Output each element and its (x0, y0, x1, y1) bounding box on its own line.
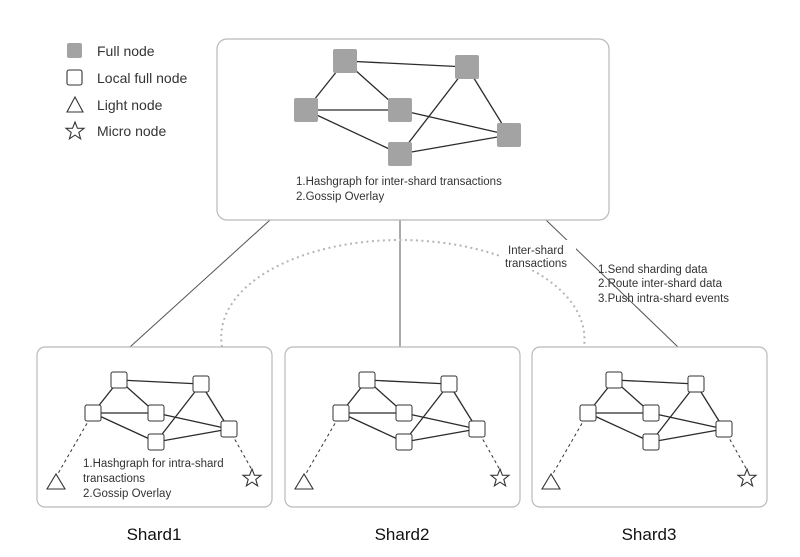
edge (403, 412, 478, 430)
connector-note-line3: 3.Push intra-shard events (598, 293, 729, 305)
local-full-node (579, 404, 597, 422)
full-node (294, 98, 318, 122)
local-full-node (332, 404, 350, 422)
full-node (388, 142, 412, 166)
legend-light-node-label: Light node (97, 97, 163, 113)
local-full-node (395, 404, 413, 422)
edge (399, 134, 510, 155)
light-node-link (550, 412, 589, 478)
inter-shard-label-bg (500, 240, 576, 270)
connector-note-line1: 1.Send sharding data (598, 264, 708, 276)
shard1-title: Shard1 (127, 525, 182, 544)
shard3-title: Shard3 (622, 525, 677, 544)
local-full-node (715, 420, 733, 438)
micro-node-icon (736, 467, 758, 488)
light-node-icon (541, 472, 561, 490)
legend-local-full-node-label: Local full node (97, 70, 188, 86)
local-full-node (468, 420, 486, 438)
connector-shard1 (129, 219, 271, 348)
micro-node-icon (241, 467, 263, 488)
inter-shard-label-line1: Inter-shard (508, 245, 564, 257)
edge (155, 412, 230, 430)
light-node-link (55, 412, 94, 478)
shard1-network (46, 371, 263, 490)
light-node-link (303, 412, 342, 478)
light-node-legend-icon (66, 95, 84, 113)
shard3-network (541, 371, 758, 490)
main-panel: 1.Hashgraph for inter-shard transactions… (216, 38, 610, 221)
full-node (388, 98, 412, 122)
local-full-node (642, 404, 660, 422)
main-panel-note-line2: 2.Gossip Overlay (296, 191, 384, 203)
local-full-node (147, 433, 165, 451)
connector-note-line2: 2.Route inter-shard data (598, 278, 723, 290)
legend-full-node-label: Full node (97, 43, 155, 59)
local-full-node (687, 375, 705, 393)
edge (344, 60, 468, 68)
main-panel-note-line1: 1.Hashgraph for inter-shard transactions (296, 176, 502, 188)
shard2-network (294, 371, 511, 490)
full-node (333, 49, 357, 73)
full-node-network (294, 49, 521, 166)
shard1-note-line3: 2.Gossip Overlay (83, 488, 171, 500)
shard1-panel: 1.Hashgraph for intra-shard transactions… (36, 346, 273, 508)
full-node (497, 123, 521, 147)
local-full-node (358, 371, 376, 389)
local-full-node-legend-icon (66, 69, 83, 86)
edge (118, 379, 202, 385)
edge (650, 412, 725, 430)
legend-micro-node-label: Micro node (97, 123, 166, 139)
shard3-panel (531, 346, 768, 508)
edge (155, 383, 202, 443)
local-full-node (395, 433, 413, 451)
inter-shard-arc (220, 238, 586, 348)
micro-node-icon (489, 467, 511, 488)
local-full-node (440, 375, 458, 393)
light-node-icon (46, 472, 66, 490)
main-panel-frame (216, 38, 610, 221)
edge (399, 66, 468, 155)
local-full-node (84, 404, 102, 422)
legend: Full node Local full node Light node Mic… (64, 43, 188, 141)
shard1-note-line2: transactions (83, 473, 145, 485)
shard1-note-line1: 1.Hashgraph for intra-shard (83, 458, 224, 470)
shard3-frame (531, 346, 768, 508)
edge (399, 109, 510, 136)
edge (403, 428, 478, 443)
shard2-frame (284, 346, 521, 508)
edge (650, 383, 697, 443)
local-full-node (220, 420, 238, 438)
edge (613, 379, 697, 385)
full-node (455, 55, 479, 79)
local-full-node (192, 375, 210, 393)
light-node-icon (294, 472, 314, 490)
micro-node-legend-icon (64, 120, 86, 141)
local-full-node (110, 371, 128, 389)
connectors (129, 219, 679, 348)
shard2-panel (284, 346, 521, 508)
edge (155, 428, 230, 443)
inter-shard-label-line2: transactions (505, 258, 567, 270)
edge (366, 379, 450, 385)
shard1-frame (36, 346, 273, 508)
edge (340, 412, 405, 443)
full-node-legend-icon (67, 43, 82, 58)
local-full-node (605, 371, 623, 389)
edge (587, 412, 652, 443)
local-full-node (642, 433, 660, 451)
local-full-node (147, 404, 165, 422)
edge (92, 412, 157, 443)
shard2-title: Shard2 (375, 525, 430, 544)
edge (650, 428, 725, 443)
edge (305, 109, 401, 155)
edge (403, 383, 450, 443)
